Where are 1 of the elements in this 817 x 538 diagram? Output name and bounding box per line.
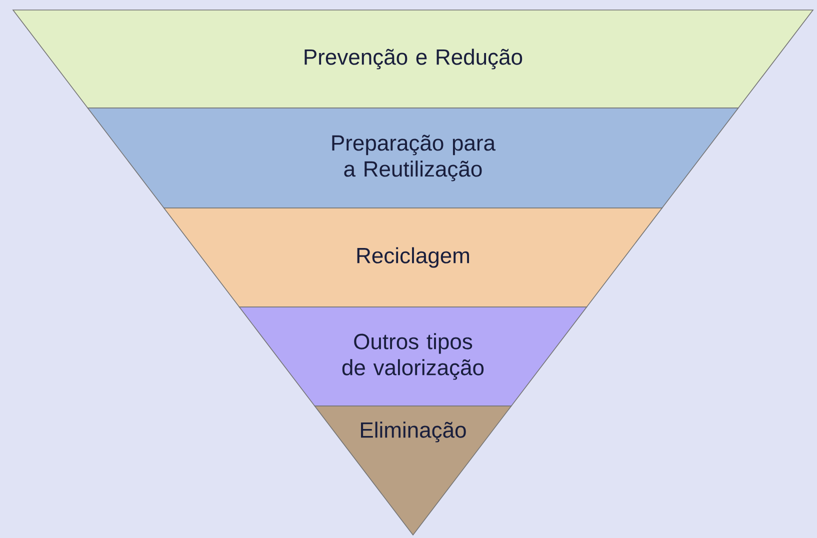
hierarchy-level: Outros tipos de valorização (238, 306, 588, 406)
